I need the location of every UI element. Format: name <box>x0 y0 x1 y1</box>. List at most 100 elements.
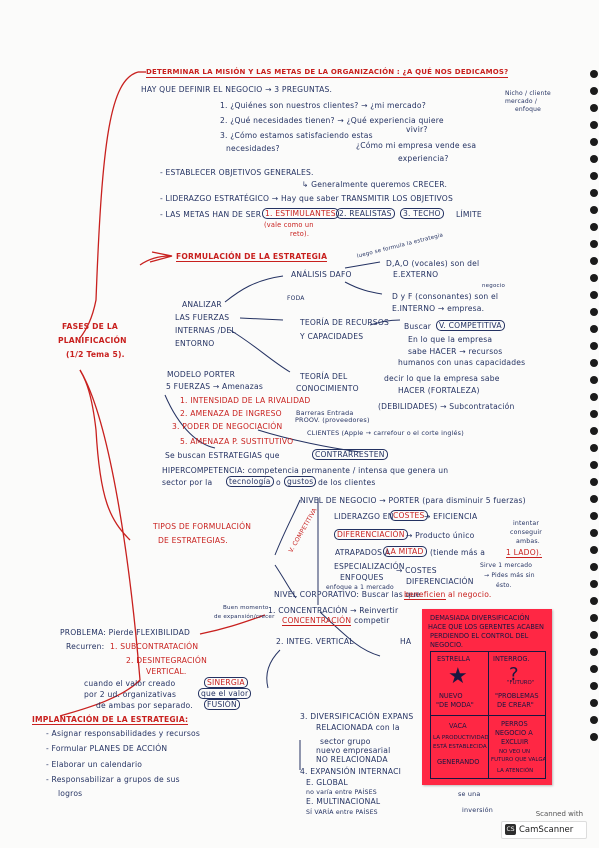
porter-force-2-note: Barreras Entrada <box>296 409 354 417</box>
question-mark-icon: ? <box>509 664 519 685</box>
bcg-cow-established: ESTÁ ESTABLECIDA <box>433 744 487 750</box>
analyze-c: INTERNAS /DEL <box>175 326 236 335</box>
bcg-cow-label: VACA <box>449 722 467 730</box>
stuck-middle-c: 1 LADO). <box>506 548 542 558</box>
bcg-question-create: DE CREAR" <box>497 701 534 709</box>
remedy-1: 1. SUBCONTRATACIÓN <box>110 642 199 651</box>
bcg-dog-note-b: FUTURO QUE VALGA <box>491 757 547 763</box>
diversification: 3. DIVERSIFICACIÓN EXPANS <box>300 712 414 721</box>
bcg-dog-note-c: LA ATENCIÓN <box>497 768 534 774</box>
section1-title: DETERMINAR LA MISIÓN Y LAS METAS DE LA O… <box>146 68 509 78</box>
growth-note-b: de expansión/crecer <box>214 614 275 620</box>
porter-force-3-prov: PROOV. (proveedores) <box>295 416 370 424</box>
dafo-analysis: ANÁLISIS DAFO <box>291 270 352 279</box>
porter-force-1: 1. INTENSIDAD DE LA RIVALIDAD <box>180 396 311 405</box>
dafo-c: D y F (consonantes) son el <box>392 292 499 301</box>
bcg-star-new: NUEVO <box>439 692 463 700</box>
special-note-a: Sirve 1 mercado <box>480 562 533 569</box>
dafo-note: negocio <box>482 283 506 289</box>
concentration-1: 1. CONCENTRACIÓN → Reinvertir <box>268 606 399 615</box>
camscanner-logo: CS CamScanner <box>501 821 587 839</box>
specialization-b: ENFOQUES <box>340 573 384 582</box>
implementation-1: - Asignar responsabilidades y recursos <box>46 729 200 738</box>
scanned-with-label: Scanned with <box>535 810 583 818</box>
resources-theory: TEORÍA DE RECURSOS <box>300 318 390 327</box>
remedy-2: 2. DESINTEGRACIÓN <box>126 656 207 665</box>
stuck-middle: ATRAPADOS A <box>335 548 391 557</box>
formulation-types-b: DE ESTRATEGIAS. <box>158 536 228 545</box>
bcg-star-label: ESTRELLA <box>437 655 471 663</box>
implementation-2: - Formular PLANES DE ACCIÓN <box>46 744 168 753</box>
knowledge-note-b: HACER (FORTALEZA) <box>398 386 480 395</box>
business-level: NIVEL DE NEGOCIO → PORTER (para disminui… <box>300 496 526 505</box>
resources-note-c: sabe HACER → recursos <box>408 347 503 356</box>
diversification-related: RELACIONADA con la <box>316 723 400 732</box>
bcg-dog-business: NEGOCIO A <box>495 729 533 737</box>
porter-model: MODELO PORTER <box>167 370 236 379</box>
hypercompetition-b: sector por la <box>162 478 213 487</box>
diff-note-c: ambas. <box>516 538 540 545</box>
knowledge-note-a: decir lo que la empresa sabe <box>384 374 500 383</box>
implementation-title: IMPLANTACIÓN DE LA ESTRATEGIA: <box>32 715 189 725</box>
differentiation: DIFERENCIACIÓN <box>334 529 408 540</box>
specialization-c: enfoque a 1 mercado <box>326 584 394 591</box>
foda-label: FODA <box>287 295 305 302</box>
porter-seek: Se buscan ESTRATEGIAS que <box>165 451 280 460</box>
question-2-cont: vivir? <box>406 125 428 134</box>
bcg-cow-generating: GENERANDO <box>437 758 480 766</box>
sticky-title-a: DEMASIADA DIVERSIFICACIÓN <box>430 614 530 622</box>
camscanner-name: CamScanner <box>519 825 574 835</box>
value-c: que el valor <box>198 688 252 699</box>
special-note-c: ésto. <box>496 582 512 589</box>
dafo-b: E.EXTERNO <box>393 270 439 279</box>
tail-a: se una <box>458 790 481 798</box>
brace-bottom <box>59 369 141 717</box>
resources-note-b: En lo que la empresa <box>408 335 493 344</box>
question-1-note-b: mercado / <box>505 98 538 105</box>
question-3: 3. ¿Cómo estamos satisfaciendo estas <box>220 131 373 140</box>
stuck-middle-b: (tiende más a <box>430 548 486 557</box>
hypercompetition-clients: de los clientes <box>318 478 376 487</box>
sticky-title-b: HACE QUE LOS GERENTES ACABEN <box>428 623 544 631</box>
porter-seek-box: CONTRARRESTEN <box>312 449 388 460</box>
global-strategy: E. GLOBAL <box>306 778 348 787</box>
objectives-note: ↳ Generalmente queremos CRECER. <box>302 180 448 189</box>
camscanner-icon: CS <box>505 824 516 835</box>
corporate-level-b: al negocio. <box>448 590 492 599</box>
hypercompetition-tech: tecnología <box>226 476 274 487</box>
goal-note-a: (vale como un <box>264 221 314 229</box>
resources-note-box: V. COMPETITIVA <box>436 320 505 331</box>
tail-b: inversión <box>462 806 494 814</box>
growth-note-a: Buen momento <box>223 605 269 611</box>
notebook-spiral <box>588 70 599 770</box>
bcg-star-trend: "DE MODA" <box>436 701 474 709</box>
star-icon: ★ <box>448 664 468 689</box>
problem: PROBLEMA: Pierde FLEXIBILIDAD <box>60 628 191 637</box>
knowledge-theory: TEORÍA DEL <box>300 372 348 381</box>
dafo-a: D,A,O (vocales) son del <box>386 259 480 268</box>
resources-note-a: Buscar <box>404 322 432 331</box>
objectives: - ESTABLECER OBJETIVOS GENERALES. <box>160 168 314 177</box>
question-1: 1. ¿Quiénes son nuestros clientes? → ¿mi… <box>220 101 426 110</box>
special-note-b: → Pides más sin <box>484 572 535 579</box>
camscanner-watermark: Scanned with CS CamScanner <box>497 810 589 840</box>
diversification-unrelated: NO RELACIONADA <box>316 755 388 764</box>
question-2: 2. ¿Qué necesidades tienen? → ¿Qué exper… <box>220 116 444 125</box>
bcg-question-future: "FUTURO" <box>507 680 535 686</box>
international-expansion: 4. EXPANSIÓN INTERNACI <box>300 767 402 776</box>
corporate-level: NIVEL CORPORATIVO: Buscar las que <box>274 590 421 599</box>
question-3-note-cont: experiencia? <box>398 154 449 163</box>
bcg-dog-label: PERROS <box>501 720 528 728</box>
sticky-title-c: PERDIENDO EL CONTROL DEL <box>430 632 529 640</box>
value-b: por 2 ud. organizativas <box>84 690 177 699</box>
cost-leadership: LIDERAZGO EN <box>334 512 394 521</box>
business-question: HAY QUE DEFINIR EL NEGOCIO → 3 PREGUNTAS… <box>141 85 333 94</box>
diversification-sector: sector grupo <box>320 737 371 746</box>
porter-five-forces: 5 FUERZAS → Amenazas <box>166 382 263 391</box>
question-3-note: ¿Cómo mi empresa vende esa <box>356 141 477 150</box>
diff-note-a: intentar <box>513 520 540 527</box>
specialization-diff: DIFERENCIACIÓN <box>406 577 474 586</box>
hypercompetition: HIPERCOMPETENCIA: competencia permanente… <box>162 466 449 475</box>
